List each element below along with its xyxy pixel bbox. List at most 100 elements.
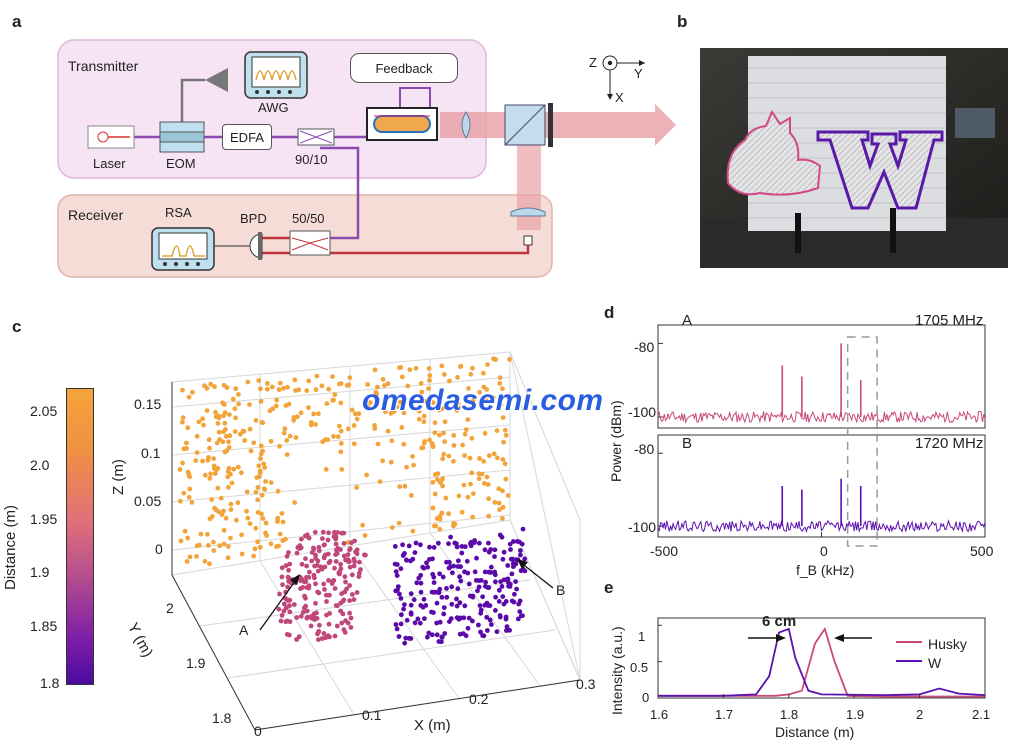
point-wall (380, 376, 386, 382)
point-wall (293, 435, 299, 440)
point-wall (225, 555, 231, 561)
colorbar-tick: 1.95 (30, 511, 58, 527)
intensity-series-husky (658, 626, 985, 698)
point-wall (268, 541, 274, 547)
point-husky (277, 591, 282, 597)
point-w (393, 622, 399, 627)
point-w (492, 554, 497, 559)
point-wall (251, 440, 257, 446)
y-tick: -100 (628, 404, 657, 420)
point-w (413, 540, 419, 546)
point-husky (316, 544, 322, 550)
point-husky (350, 592, 355, 597)
point-w (484, 614, 490, 620)
point-wall (211, 456, 216, 461)
point-w (465, 625, 471, 631)
point-w (503, 599, 509, 604)
point-wall (207, 476, 213, 481)
point-husky (334, 623, 340, 629)
point-wall (180, 419, 185, 425)
point-husky (338, 608, 343, 614)
point-husky (349, 572, 355, 578)
point-wall (437, 480, 443, 485)
point-wall (292, 500, 298, 505)
point-wall (432, 472, 438, 477)
point-wall (269, 384, 275, 390)
point-w (444, 586, 449, 591)
point-w (500, 594, 506, 599)
point-w (392, 561, 398, 567)
point-wall (500, 457, 506, 462)
point-wall (268, 480, 274, 485)
y-tick: -80 (634, 339, 655, 355)
point-w (410, 556, 416, 562)
point-wall (277, 531, 283, 537)
point-w (483, 579, 488, 585)
point-husky (294, 615, 300, 620)
point-wall (486, 496, 491, 502)
point-wall (330, 374, 335, 379)
setup-diagram (57, 39, 676, 278)
point-husky (338, 561, 343, 567)
point-w (508, 556, 514, 562)
point-wall (408, 493, 414, 498)
x-tick: 0.3 (576, 676, 596, 692)
point-husky (332, 633, 338, 639)
point-husky (335, 530, 340, 535)
point-wall (235, 500, 241, 506)
point-wall (490, 395, 496, 401)
point-wall (500, 386, 505, 392)
point-wall (233, 415, 239, 421)
point-w (496, 599, 502, 604)
point-husky (338, 566, 344, 572)
point-husky (304, 563, 309, 569)
point-wall (197, 542, 202, 548)
axis-x-label: X (615, 90, 624, 105)
point-wall (505, 493, 511, 498)
point-w (458, 578, 464, 584)
point-wall (430, 400, 436, 406)
point-w (402, 640, 408, 646)
y-tick: 1.8 (212, 710, 232, 726)
point-wall (231, 466, 237, 472)
point-wall (264, 381, 270, 386)
point-wall (207, 516, 213, 522)
x-tick: 0 (254, 723, 262, 739)
point-w (487, 617, 493, 623)
point-w (468, 543, 474, 549)
point-wall (459, 509, 465, 515)
point-b-label: B (556, 582, 566, 598)
point-wall (385, 381, 391, 387)
point-w (493, 579, 498, 585)
x-tick: 2 (916, 707, 924, 722)
point-husky (299, 561, 305, 567)
point-wall (442, 439, 448, 444)
point-wall (433, 523, 439, 529)
point-husky (333, 603, 339, 608)
point-wall (200, 416, 205, 422)
point-w (427, 544, 432, 550)
point-husky (303, 579, 309, 585)
colorbar (66, 388, 94, 685)
point-w (411, 597, 417, 603)
point-wall (365, 404, 371, 410)
point-w (514, 586, 519, 592)
point-wall (224, 385, 230, 390)
point-w (437, 619, 443, 625)
point-wall (275, 488, 281, 494)
point-wall (277, 443, 282, 449)
y-tick: 1.9 (186, 655, 206, 671)
point-w (482, 602, 488, 608)
point-wall (221, 527, 227, 533)
point-wall (253, 525, 259, 531)
point-wall (426, 366, 432, 371)
point-w (517, 598, 523, 604)
point-wall (440, 476, 446, 482)
point-wall (235, 464, 241, 470)
point-wall (435, 477, 440, 482)
point-husky (349, 540, 354, 546)
point-husky (284, 632, 290, 637)
point-husky (351, 597, 357, 602)
point-w (464, 558, 470, 564)
point-w (447, 559, 452, 565)
